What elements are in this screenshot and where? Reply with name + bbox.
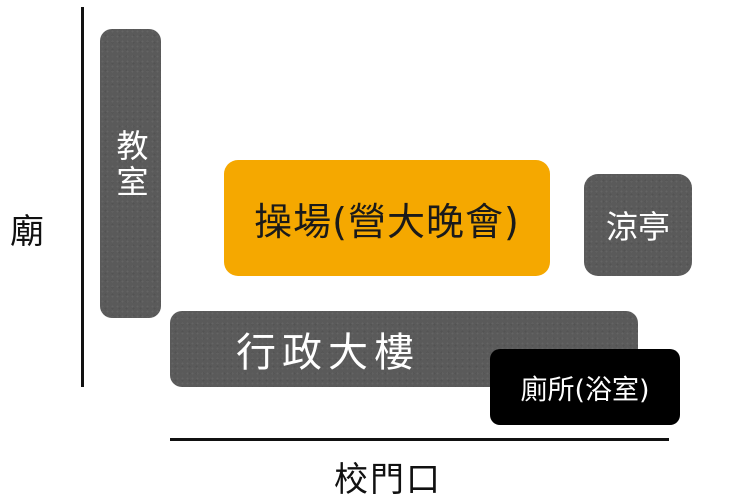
temple-label: 廟 bbox=[10, 212, 44, 252]
toilet-label: 廁所(浴室) bbox=[520, 374, 650, 406]
toilet-block: 廁所(浴室) bbox=[490, 349, 680, 425]
classroom-label: 教室 bbox=[111, 129, 150, 201]
classroom-block: 教室 bbox=[100, 29, 161, 318]
pavilion-block: 涼亭 bbox=[584, 174, 692, 276]
admin-building-label: 行政大樓 bbox=[236, 330, 420, 376]
pavilion-label: 涼亭 bbox=[605, 208, 670, 246]
school-gate-label: 校門口 bbox=[334, 460, 442, 500]
playground-label: 操場(營大晚會) bbox=[254, 199, 520, 244]
school-gate-line bbox=[170, 438, 669, 441]
playground-block: 操場(營大晚會) bbox=[224, 160, 550, 276]
temple-boundary-line bbox=[81, 7, 84, 387]
